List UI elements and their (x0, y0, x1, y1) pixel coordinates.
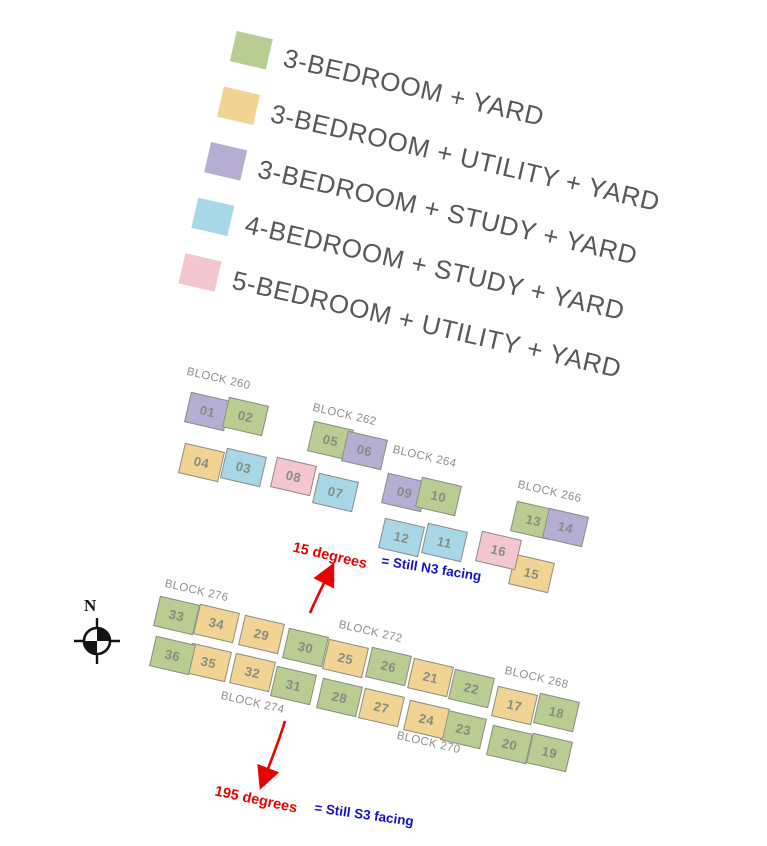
unit-28: 28 (316, 677, 363, 718)
unit-06: 06 (341, 430, 388, 471)
unit-21: 21 (407, 657, 454, 698)
unit-29: 29 (238, 614, 285, 655)
unit-07: 07 (312, 472, 359, 513)
block-label-block-260: BLOCK 260 (185, 365, 252, 393)
unit-27: 27 (358, 687, 405, 728)
unit-20: 20 (486, 724, 533, 765)
unit-08: 08 (270, 456, 317, 497)
unit-30: 30 (282, 627, 329, 668)
block-label-block-264: BLOCK 264 (391, 443, 458, 471)
block-label-block-266: BLOCK 266 (516, 478, 583, 506)
unit-17: 17 (491, 685, 538, 726)
block-label-block-268: BLOCK 268 (503, 664, 570, 692)
unit-32: 32 (229, 652, 276, 693)
unit-22: 22 (448, 668, 495, 709)
unit-02: 02 (222, 396, 269, 437)
unit-11: 11 (421, 522, 468, 563)
unit-16: 16 (475, 530, 522, 571)
unit-25: 25 (322, 638, 369, 679)
unit-10: 10 (415, 476, 462, 517)
unit-14: 14 (542, 507, 589, 548)
unit-31: 31 (270, 665, 317, 706)
unit-36: 36 (149, 635, 196, 676)
unit-34: 34 (193, 603, 240, 644)
compass-north-label: N (84, 596, 97, 615)
unit-12: 12 (378, 517, 425, 558)
unit-19: 19 (526, 732, 573, 773)
unit-04: 04 (178, 442, 225, 483)
compass-icon (74, 618, 120, 664)
unit-26: 26 (365, 646, 412, 687)
block-label-block-272: BLOCK 272 (337, 618, 404, 646)
unit-03: 03 (220, 447, 267, 488)
unit-18: 18 (533, 692, 580, 733)
